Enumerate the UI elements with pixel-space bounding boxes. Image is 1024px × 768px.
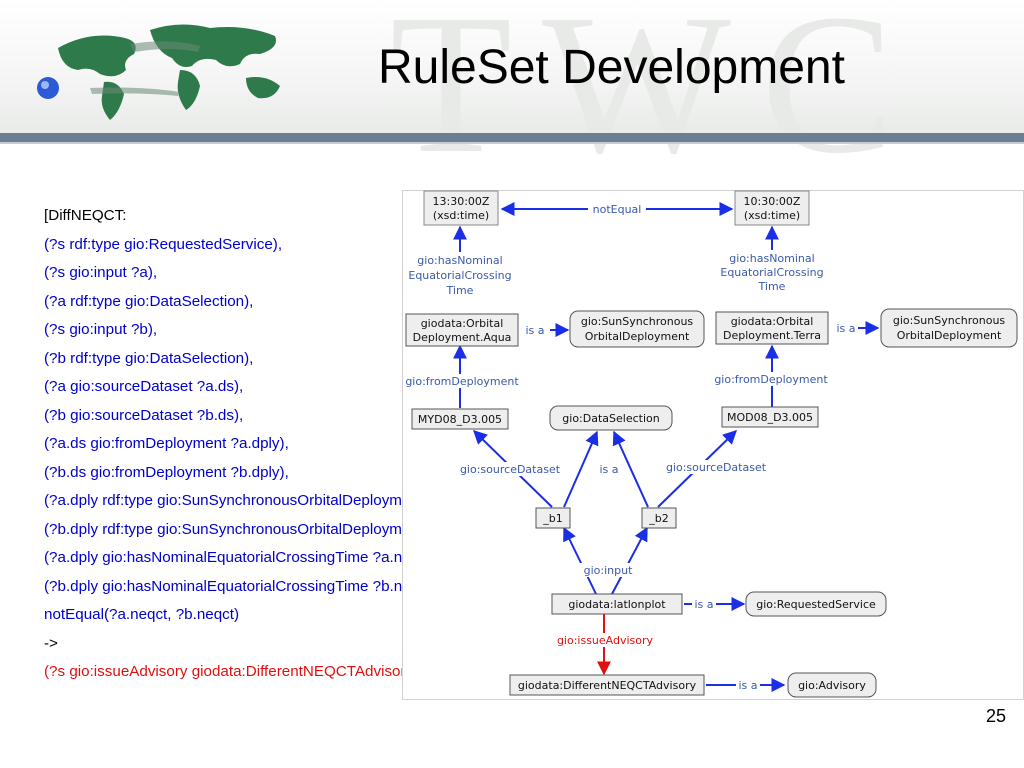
edge-label-source-dataset-a: gio:sourceDataset: [460, 463, 561, 476]
rule-condition: (?a.dply gio:hasNominalEquatorialCrossin…: [44, 549, 441, 566]
edge-is-a-b2: [612, 430, 649, 508]
edge-label-from-deployment-a: gio:fromDeployment: [405, 375, 519, 388]
edge-label-has-neqct-a: EquatorialCrossing: [408, 269, 511, 282]
rule-condition: (?a.dply rdf:type gio:SunSynchronousOrbi…: [44, 492, 433, 509]
edge-label-issue-advisory: gio:issueAdvisory: [557, 634, 654, 647]
rule-condition: (?b.dply rdf:type gio:SunSynchronousOrbi…: [44, 520, 433, 538]
edge-label-is-a-advisory: is a: [738, 679, 757, 692]
node-sunsync-a-line: gio:SunSynchronous: [581, 315, 694, 328]
node-b1-label: _b1: [542, 512, 562, 525]
edge-label-not-equal: notEqual: [593, 203, 642, 216]
edge-label-has-neqct-b: Time: [758, 280, 786, 293]
node-mod-label: MOD08_D3.005: [727, 411, 813, 424]
node-myd-label: MYD08_D3.005: [418, 413, 502, 426]
node-requested-service-label: gio:RequestedService: [756, 598, 876, 611]
rule-condition: (?s gio:input ?b),: [44, 321, 158, 338]
node-data-selection: gio:DataSelection: [549, 405, 673, 431]
rule-conclusion: (?s gio:issueAdvisory giodata:DifferentN…: [44, 663, 419, 680]
node-myd: MYD08_D3.005: [411, 408, 509, 430]
node-aqua-line: giodata:Orbital: [421, 317, 504, 330]
node-advisory-instance: giodata:DifferentNEQCTAdvisory: [509, 674, 705, 696]
node-terra-line: Deployment.Terra: [723, 329, 821, 342]
rule-name: [DiffNEQCT:: [44, 207, 127, 224]
edge-label-source-dataset-b: gio:sourceDataset: [666, 461, 767, 474]
edge-label-is-a-service: is a: [694, 598, 713, 611]
edge-input-b1: [563, 526, 597, 595]
edge-input-b2: [611, 526, 648, 595]
node-time-b-type: (xsd:time): [744, 209, 800, 222]
rule-condition: (?b.dply gio:hasNominalEquatorialCrossin…: [44, 577, 441, 595]
edge-label-from-deployment-b: gio:fromDeployment: [714, 373, 828, 386]
edge-is-a-b1: [563, 430, 599, 508]
watermark: TWC: [390, 0, 925, 195]
rule-condition: (?b.ds gio:fromDeployment ?b.dply),: [44, 463, 289, 481]
node-time-b-value: 10:30:00Z: [744, 195, 801, 208]
node-requested-service: gio:RequestedService: [745, 591, 887, 617]
node-terra: giodata:Orbital Deployment.Terra: [715, 311, 829, 345]
edge-label-has-neqct-b: EquatorialCrossing: [720, 266, 823, 279]
header-background: [0, 0, 1024, 133]
rule-text: [DiffNEQCT: (?s rdf:type gio:RequestedSe…: [44, 202, 504, 687]
edge-label-is-a-terra: is a: [836, 322, 855, 335]
node-sunsync-b-line: OrbitalDeployment: [897, 329, 1002, 342]
node-latlonplot: giodata:latlonplot: [551, 593, 683, 615]
node-time-a: 13:30:00Z (xsd:time): [423, 190, 499, 226]
node-b2: _b2: [641, 507, 677, 529]
rule-condition: (?a rdf:type gio:DataSelection),: [44, 292, 254, 310]
node-sunsync-a: gio:SunSynchronous OrbitalDeployment: [569, 310, 705, 348]
edge-label-is-a-selection: is a: [599, 463, 618, 476]
edge-label-is-a-aqua: is a: [525, 324, 544, 337]
node-terra-line: giodata:Orbital: [731, 315, 814, 328]
node-advisory: gio:Advisory: [787, 672, 877, 698]
node-mod: MOD08_D3.005: [721, 406, 819, 428]
node-sunsync-b-line: gio:SunSynchronous: [893, 314, 1006, 327]
node-time-b: 10:30:00Z (xsd:time): [734, 190, 810, 226]
edge-label-has-neqct-a: gio:hasNominal: [417, 254, 502, 267]
header-band: [0, 133, 1024, 142]
rule-condition: (?b rdf:type gio:DataSelection),: [44, 349, 254, 367]
node-advisory-instance-label: giodata:DifferentNEQCTAdvisory: [518, 679, 697, 692]
node-aqua: giodata:Orbital Deployment.Aqua: [405, 313, 519, 347]
node-sunsync-b: gio:SunSynchronous OrbitalDeployment: [880, 308, 1018, 348]
node-time-a-value: 13:30:00Z: [433, 195, 490, 208]
rule-condition: (?b gio:sourceDataset ?b.ds),: [44, 406, 244, 424]
node-aqua-line: Deployment.Aqua: [413, 331, 512, 344]
node-b1: _b1: [535, 507, 571, 529]
header-divider: [0, 142, 1024, 144]
node-advisory-label: gio:Advisory: [798, 679, 866, 692]
edge-label-has-neqct-b: gio:hasNominal: [729, 252, 814, 265]
rdf-graph-diagram: notEqual gio:hasNominal EquatorialCrossi…: [402, 190, 1024, 700]
rule-arrow: ->: [44, 634, 58, 652]
rule-condition: (?s rdf:type gio:RequestedService),: [44, 235, 283, 253]
node-sunsync-a-line: OrbitalDeployment: [585, 330, 690, 343]
edge-label-input: gio:input: [584, 564, 633, 577]
node-time-a-type: (xsd:time): [433, 209, 489, 222]
rule-condition: (?a.ds gio:fromDeployment ?a.dply),: [44, 435, 289, 452]
edge-label-has-neqct-a: Time: [446, 284, 474, 297]
rule-condition: (?a gio:sourceDataset ?a.ds),: [44, 378, 244, 395]
node-data-selection-label: gio:DataSelection: [562, 412, 659, 425]
node-latlonplot-label: giodata:latlonplot: [568, 598, 666, 611]
slide-title: RuleSet Development: [378, 41, 845, 94]
globe-logo-icon: [37, 24, 280, 120]
page-number: 25: [986, 706, 1007, 726]
rule-condition: notEqual(?a.neqct, ?b.neqct): [44, 606, 240, 623]
node-b2-label: _b2: [648, 512, 668, 525]
rule-condition: (?s gio:input ?a),: [44, 264, 158, 281]
